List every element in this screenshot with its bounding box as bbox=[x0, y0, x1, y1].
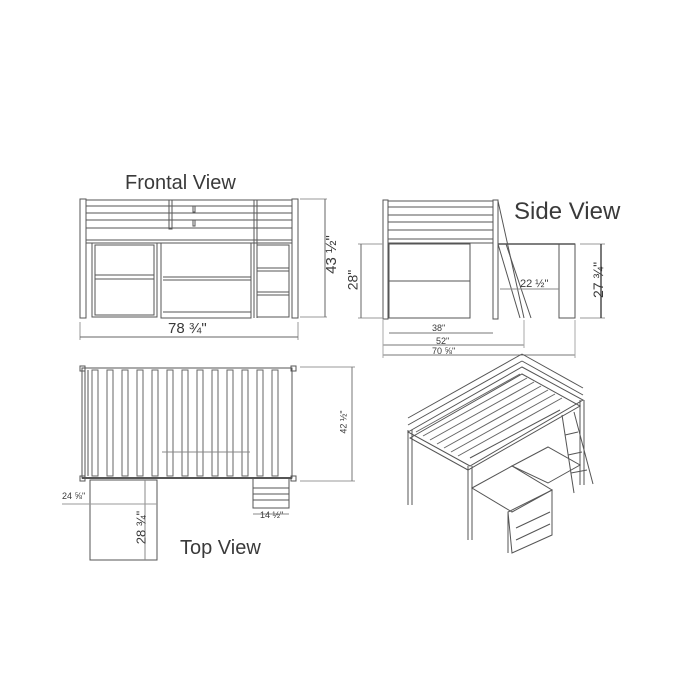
side-view-drawing bbox=[358, 199, 605, 358]
top-desk-length-label: 28 ¾" bbox=[133, 510, 149, 545]
side-overall-width-label: 52" bbox=[436, 336, 450, 346]
frontal-height-label: 43 ½" bbox=[322, 235, 340, 274]
top-ladder-width-label: 14 ½" bbox=[260, 510, 284, 520]
frontal-width-label: 78 ¾" bbox=[168, 320, 207, 337]
side-view-title: Side View bbox=[514, 198, 621, 225]
frontal-view-drawing bbox=[79, 198, 327, 340]
side-bed-height-label: 28" bbox=[344, 269, 361, 291]
top-depth-label: 42 ½" bbox=[338, 410, 349, 434]
frontal-view-title: Frontal View bbox=[125, 172, 236, 194]
side-total-width-label: 70 ⅝" bbox=[432, 346, 456, 356]
side-desk-height-label: 27 ¾" bbox=[590, 261, 607, 299]
top-desk-extension-label: 24 ⅝" bbox=[62, 491, 86, 501]
top-view-title: Top View bbox=[180, 537, 261, 559]
top-view-drawing bbox=[62, 365, 355, 561]
side-inner-width-label: 38" bbox=[432, 323, 446, 333]
isometric-view-drawing bbox=[406, 353, 594, 554]
side-desk-depth-label: 22 ½" bbox=[520, 278, 549, 290]
